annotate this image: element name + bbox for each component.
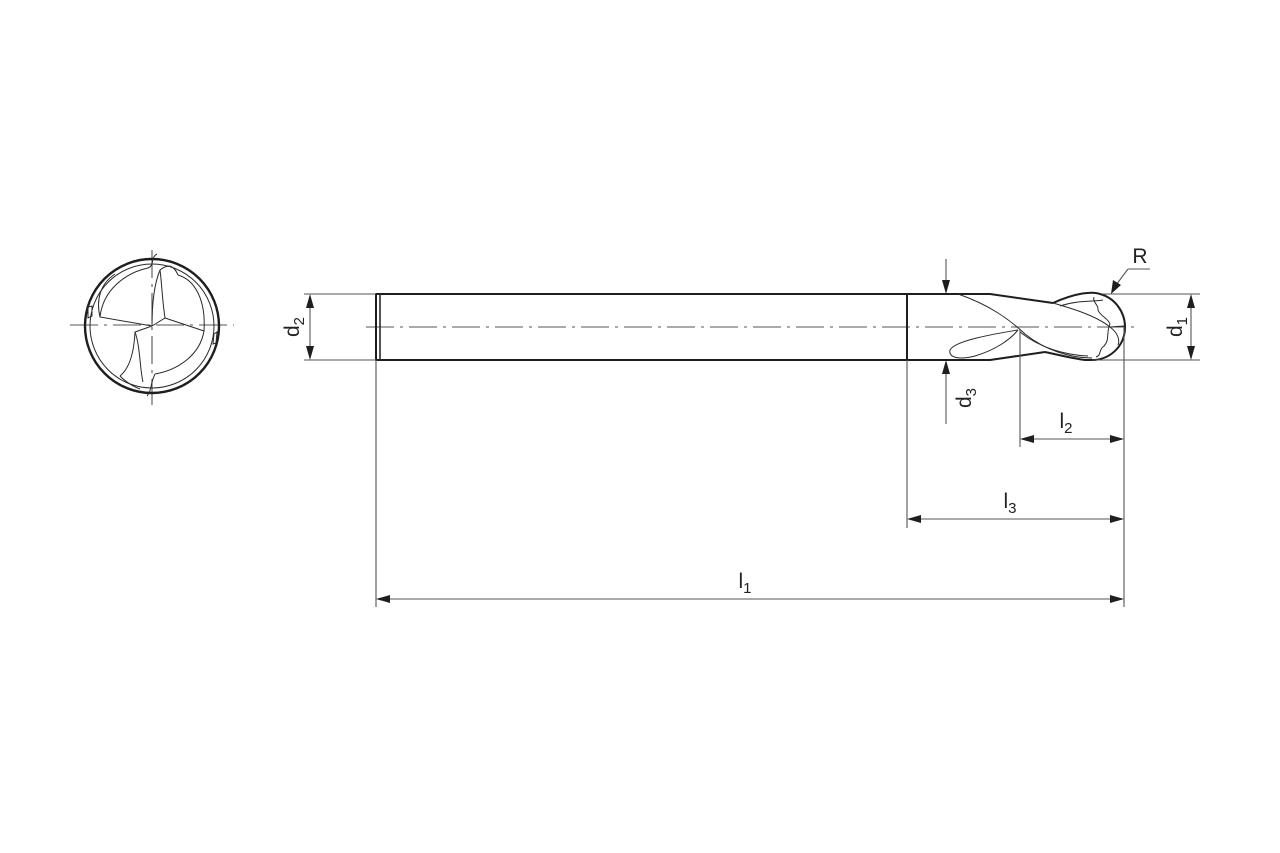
svg-text:R: R xyxy=(1132,245,1147,268)
end-view xyxy=(70,250,234,405)
side-view xyxy=(366,291,1138,361)
svg-text:l3: l3 xyxy=(1003,490,1016,517)
svg-text:d3: d3 xyxy=(953,388,980,408)
svg-text:l2: l2 xyxy=(1059,410,1072,437)
dimension-l3: l3 xyxy=(907,490,1124,523)
svg-text:d2: d2 xyxy=(281,317,308,337)
dimension-d1: d1 xyxy=(1092,293,1200,361)
dimension-d2: d2 xyxy=(281,293,376,361)
dimension-d3: d3 xyxy=(942,259,980,424)
dimension-R: R xyxy=(1111,245,1150,294)
dimension-l1: l1 xyxy=(376,570,1124,603)
svg-text:d1: d1 xyxy=(1164,317,1191,337)
svg-text:l1: l1 xyxy=(738,570,751,597)
dimension-l2: l2 xyxy=(1020,410,1124,443)
